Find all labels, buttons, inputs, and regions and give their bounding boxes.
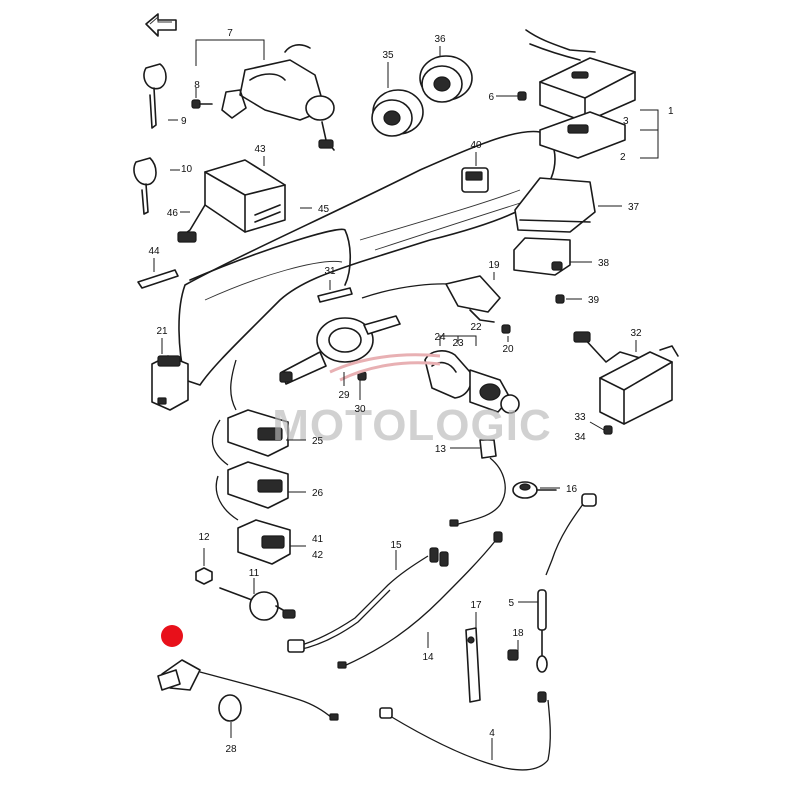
screw: [191, 99, 213, 109]
callout-18: 18: [512, 628, 524, 639]
callout-44: 44: [148, 246, 160, 257]
callout-39: 39: [588, 295, 600, 306]
relay-box: [177, 159, 286, 243]
mounting-strip: [465, 627, 481, 703]
relay: [573, 331, 679, 425]
callout-37: 37: [628, 202, 640, 213]
clip: [317, 287, 353, 303]
switch-41: [215, 475, 291, 565]
callout-21: 21: [156, 326, 168, 337]
callout-43: 43: [254, 144, 266, 155]
combination-switch: [279, 315, 401, 385]
lead-wire: [379, 691, 551, 771]
grommet: [512, 481, 557, 499]
sender-unit: [219, 587, 296, 621]
front-arrow-icon: [145, 13, 177, 37]
clip: [507, 649, 519, 661]
instrument-panel: [178, 130, 556, 386]
callout-5: 5: [508, 598, 514, 609]
callout-34: 34: [574, 432, 586, 443]
watermark-text: MOTOLOGIC: [272, 401, 552, 450]
screw: [555, 294, 565, 304]
callout-2: 2: [620, 152, 626, 163]
callout-19: 19: [488, 260, 500, 271]
callout-30: 30: [354, 404, 366, 415]
spare-key: [133, 157, 157, 215]
callout-14: 14: [422, 652, 434, 663]
callout-13: 13: [435, 444, 447, 455]
callout-32: 32: [630, 328, 642, 339]
callout-38: 38: [598, 258, 610, 269]
switch-box: [151, 355, 189, 411]
callout-20: 20: [502, 344, 514, 355]
callout-4: 4: [489, 728, 495, 739]
screw: [603, 425, 613, 435]
callout-28: 28: [225, 744, 237, 755]
callout-7: 7: [227, 28, 233, 39]
callout-1: 1: [668, 106, 674, 117]
callout-11: 11: [249, 568, 260, 579]
callout-25: 25: [312, 436, 324, 447]
callout-46: 46: [167, 208, 179, 219]
callout-12: 12: [198, 532, 210, 543]
callout-17: 17: [470, 600, 482, 611]
nut: [195, 567, 213, 585]
harness-connector: [361, 275, 501, 323]
radio-unit: [525, 29, 636, 159]
callout-23: 23: [452, 338, 464, 349]
ignition-switch: [221, 43, 335, 151]
callout-8: 8: [194, 80, 200, 91]
gauge-35: [371, 89, 424, 137]
bulb-socket: [157, 659, 339, 721]
callout-36: 36: [434, 34, 446, 45]
callout-41: 41: [312, 534, 324, 545]
callout-45: 45: [318, 204, 330, 215]
callout-40: 40: [470, 140, 482, 151]
rubber-cap: [218, 694, 242, 722]
callout-24: 24: [434, 332, 446, 343]
callout-35: 35: [382, 50, 394, 61]
callout-42: 42: [312, 550, 324, 561]
position-marker: [161, 625, 183, 647]
lower-cover: [514, 177, 596, 233]
wire-harness-15: [287, 547, 449, 653]
callout-26: 26: [312, 488, 324, 499]
callout-29: 29: [338, 390, 350, 401]
switch-26: [211, 419, 289, 509]
gauge-36: [419, 55, 473, 103]
screw: [501, 324, 511, 334]
callout-33: 33: [574, 412, 586, 423]
wire-harness-14: [337, 531, 503, 669]
small-switch: [461, 167, 489, 193]
callout-15: 15: [390, 540, 402, 551]
callout-6: 6: [488, 92, 494, 103]
callout-22: 22: [470, 322, 482, 333]
lower-panel: [513, 237, 571, 276]
callout-31: 31: [324, 266, 336, 277]
callout-3: 3: [623, 116, 629, 127]
watermark: MOTOLOGIC: [272, 353, 552, 450]
lamp-socket: [449, 439, 506, 527]
switch-25: [227, 359, 289, 457]
ignition-key: [143, 63, 167, 129]
callout-10: 10: [181, 164, 193, 175]
callout-9: 9: [181, 116, 187, 127]
sensor-wire: [536, 493, 597, 673]
callout-16: 16: [566, 484, 578, 495]
screw: [517, 91, 527, 101]
bracket: [137, 269, 179, 289]
leader-lines: [153, 39, 659, 760]
